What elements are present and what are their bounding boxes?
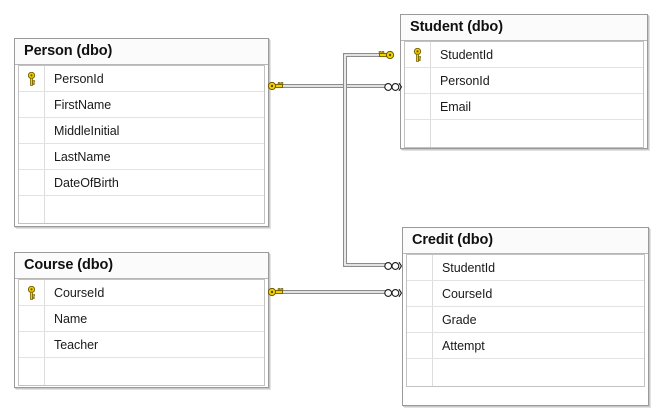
field-row[interactable]: PersonId: [405, 68, 643, 94]
key-gutter: [19, 92, 45, 117]
relationship-endpoint-key-person[interactable]: [263, 79, 285, 98]
relationship-endpoint-crowsfoot-credit-courseid[interactable]: [382, 286, 403, 304]
primary-key-icon: [413, 47, 422, 62]
key-gutter: [19, 358, 45, 385]
field-row[interactable]: Email: [405, 94, 643, 120]
relationship-endpoint-key-course[interactable]: [263, 285, 285, 304]
field-row[interactable]: FirstName: [19, 92, 264, 118]
empty-field-row[interactable]: [19, 358, 264, 385]
relationship-endpoint-crowsfoot-credit-studentid[interactable]: [382, 259, 403, 277]
key-gutter: [19, 144, 45, 169]
key-gutter: [19, 196, 45, 223]
field-name: Name: [54, 311, 88, 326]
field-row[interactable]: StudentId: [405, 42, 643, 68]
key-gutter: [19, 332, 45, 357]
field-name: Teacher: [54, 337, 99, 352]
field-row[interactable]: Grade: [407, 307, 644, 333]
key-gutter: [407, 359, 433, 386]
field-name: FirstName: [54, 97, 112, 112]
field-name: Email: [440, 99, 472, 114]
table-title-student: Student (dbo): [401, 15, 647, 41]
field-row[interactable]: CourseId: [19, 280, 264, 306]
field-row[interactable]: Teacher: [19, 332, 264, 358]
field-row[interactable]: CourseId: [407, 281, 644, 307]
key-gutter: [405, 68, 431, 93]
key-gutter: [19, 170, 45, 195]
key-gutter: [407, 281, 433, 306]
key-gutter: [407, 307, 433, 332]
key-gutter: [19, 306, 45, 331]
key-gutter: [405, 94, 431, 119]
key-gutter: [19, 66, 45, 91]
field-name: Grade: [442, 312, 477, 327]
field-name: StudentId: [442, 260, 496, 275]
key-gutter: [407, 333, 433, 358]
table-title-person: Person (dbo): [15, 39, 268, 65]
key-gutter: [19, 118, 45, 143]
relationship-endpoint-crowsfoot-student[interactable]: [382, 80, 403, 98]
relationship-person-student[interactable]: [278, 82, 390, 90]
field-name: StudentId: [440, 47, 494, 62]
field-name: MiddleInitial: [54, 123, 120, 138]
field-name: LastName: [54, 149, 111, 164]
field-name: CourseId: [442, 286, 493, 301]
field-row[interactable]: DateOfBirth: [19, 170, 264, 196]
field-name: CourseId: [54, 285, 105, 300]
field-row[interactable]: LastName: [19, 144, 264, 170]
field-name: PersonId: [440, 73, 490, 88]
table-title-course: Course (dbo): [15, 253, 268, 279]
relationship-student-credit[interactable]: [341, 51, 390, 269]
field-row[interactable]: PersonId: [19, 66, 264, 92]
empty-field-row[interactable]: [19, 196, 264, 223]
field-name: PersonId: [54, 71, 104, 86]
key-gutter: [405, 42, 431, 67]
empty-field-row[interactable]: [407, 359, 644, 386]
relationship-course-credit[interactable]: [278, 288, 390, 296]
relationship-endpoint-key-student[interactable]: [377, 48, 399, 67]
field-name: Attempt: [442, 338, 485, 353]
field-name: DateOfBirth: [54, 175, 119, 190]
key-gutter: [405, 120, 431, 147]
table-title-credit: Credit (dbo): [403, 228, 648, 254]
primary-key-icon: [27, 71, 36, 86]
field-row[interactable]: Attempt: [407, 333, 644, 359]
field-row[interactable]: MiddleInitial: [19, 118, 264, 144]
key-gutter: [407, 255, 433, 280]
primary-key-icon: [27, 285, 36, 300]
key-gutter: [19, 280, 45, 305]
empty-field-row[interactable]: [405, 120, 643, 147]
field-row[interactable]: StudentId: [407, 255, 644, 281]
field-row[interactable]: Name: [19, 306, 264, 332]
